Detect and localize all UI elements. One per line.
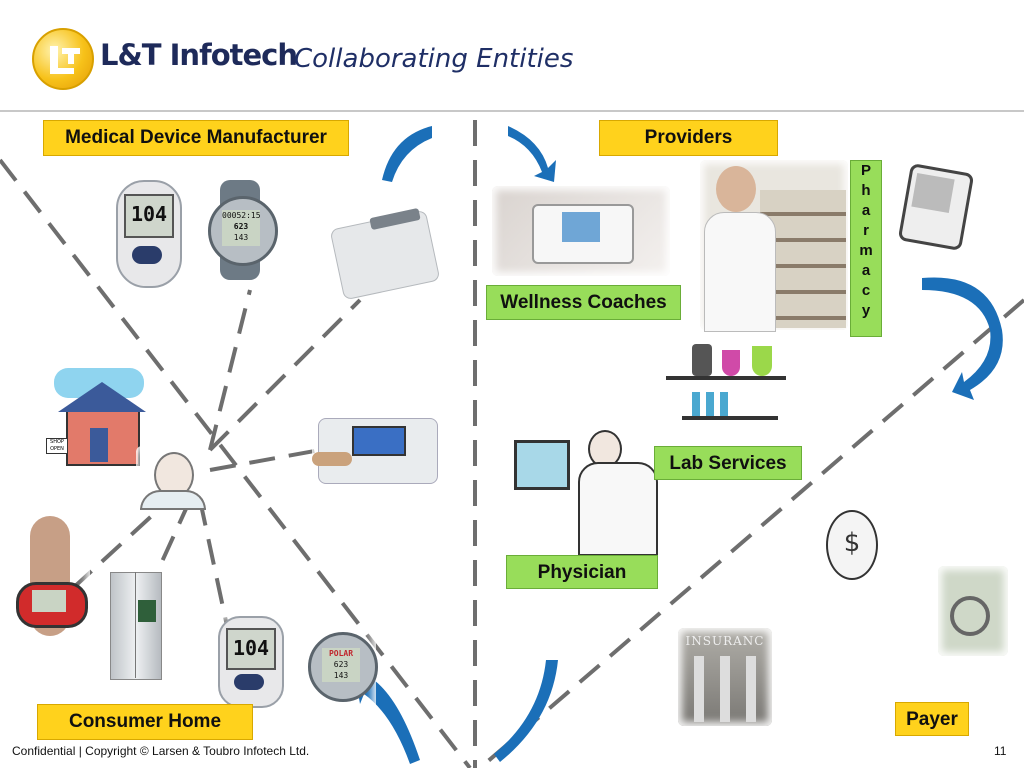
lt-logo-circle [32, 28, 94, 90]
heart-rate-watch-image: 00052:15 623 143 [206, 180, 278, 280]
glucose-reading: 104 [130, 202, 168, 226]
physician-image [508, 426, 668, 558]
money-symbol-image: $ [816, 506, 886, 582]
wellness-coaches-label: Wellness Coaches [486, 285, 681, 320]
header-divider [0, 110, 1024, 112]
heart-rate-watch-bottom-image: POLAR 623 143 [304, 626, 378, 718]
pharmacy-letter: h [861, 182, 871, 199]
wrist-monitor-image [10, 512, 90, 644]
lab-equipment-image [662, 336, 794, 438]
pharmacy-letter: a [861, 262, 871, 279]
pharmacy-letter: c [861, 282, 871, 299]
house-image: SHOP OPEN [46, 358, 152, 466]
footer-copyright: Confidential | Copyright © Larsen & Toub… [12, 744, 310, 758]
watch-line-2: 623 [233, 222, 249, 231]
watch-bottom-brand: POLAR [328, 649, 354, 658]
pharmacy-letter: P [860, 162, 871, 179]
brand-name: L&T Infotech [100, 38, 298, 72]
payer-label: Payer [895, 702, 969, 736]
medical-device-manufacturer-label: Medical Device Manufacturer [43, 120, 349, 156]
hub-line-down-left [58, 488, 182, 602]
glucose-meter-image: 104 [110, 180, 182, 288]
hub-line-up-right [208, 298, 362, 452]
sensor-device-image [329, 205, 442, 301]
pharmacy-letter: y [861, 302, 871, 319]
pharmacy-letter: a [861, 202, 871, 219]
page-number: 11 [994, 744, 1007, 758]
hub-line-up-left [208, 289, 252, 451]
arrow-top-left [382, 126, 432, 182]
arrow-top-center [508, 126, 556, 182]
stethoscope-money-image [938, 566, 1008, 656]
insurance-building-image: INSURANC [678, 628, 772, 726]
touch-terminal-image [312, 412, 442, 488]
providers-label: Providers [599, 120, 778, 156]
pharmacy-letter: m [859, 242, 873, 259]
watch-line-1: 00052:15 [222, 211, 261, 220]
watch-bottom-line-3: 143 [333, 671, 349, 680]
pharmacy-label: P h a r m a c y [850, 160, 882, 337]
arrow-bottom-center [494, 660, 558, 762]
hub-line-down-right [198, 499, 232, 641]
arrow-bottom-left [356, 680, 420, 764]
glucose-reading-bottom: 104 [226, 628, 276, 670]
glucose-meter-bottom-image: 104 [214, 614, 284, 708]
lt-logo-icon [50, 46, 80, 74]
consumer-home-label: Consumer Home [37, 704, 253, 740]
watch-bottom-line-2: 623 [333, 660, 349, 669]
shop-sign: SHOP OPEN [46, 438, 68, 454]
slide-title: Collaborating Entities [294, 44, 574, 74]
lab-services-label: Lab Services [654, 446, 802, 480]
insurance-text: INSURANC [685, 634, 765, 648]
pharmacist-image [700, 160, 848, 332]
pda-device-image [897, 163, 975, 251]
arrow-right [922, 277, 1003, 400]
wellness-tablet-image [492, 186, 670, 276]
physician-label: Physician [506, 555, 658, 589]
consumer-avatar [136, 446, 206, 510]
smart-fridge-image [106, 570, 164, 682]
watch-line-3: 143 [233, 233, 249, 242]
pharmacy-letter: r [863, 222, 869, 239]
hub-line-right [209, 448, 321, 472]
